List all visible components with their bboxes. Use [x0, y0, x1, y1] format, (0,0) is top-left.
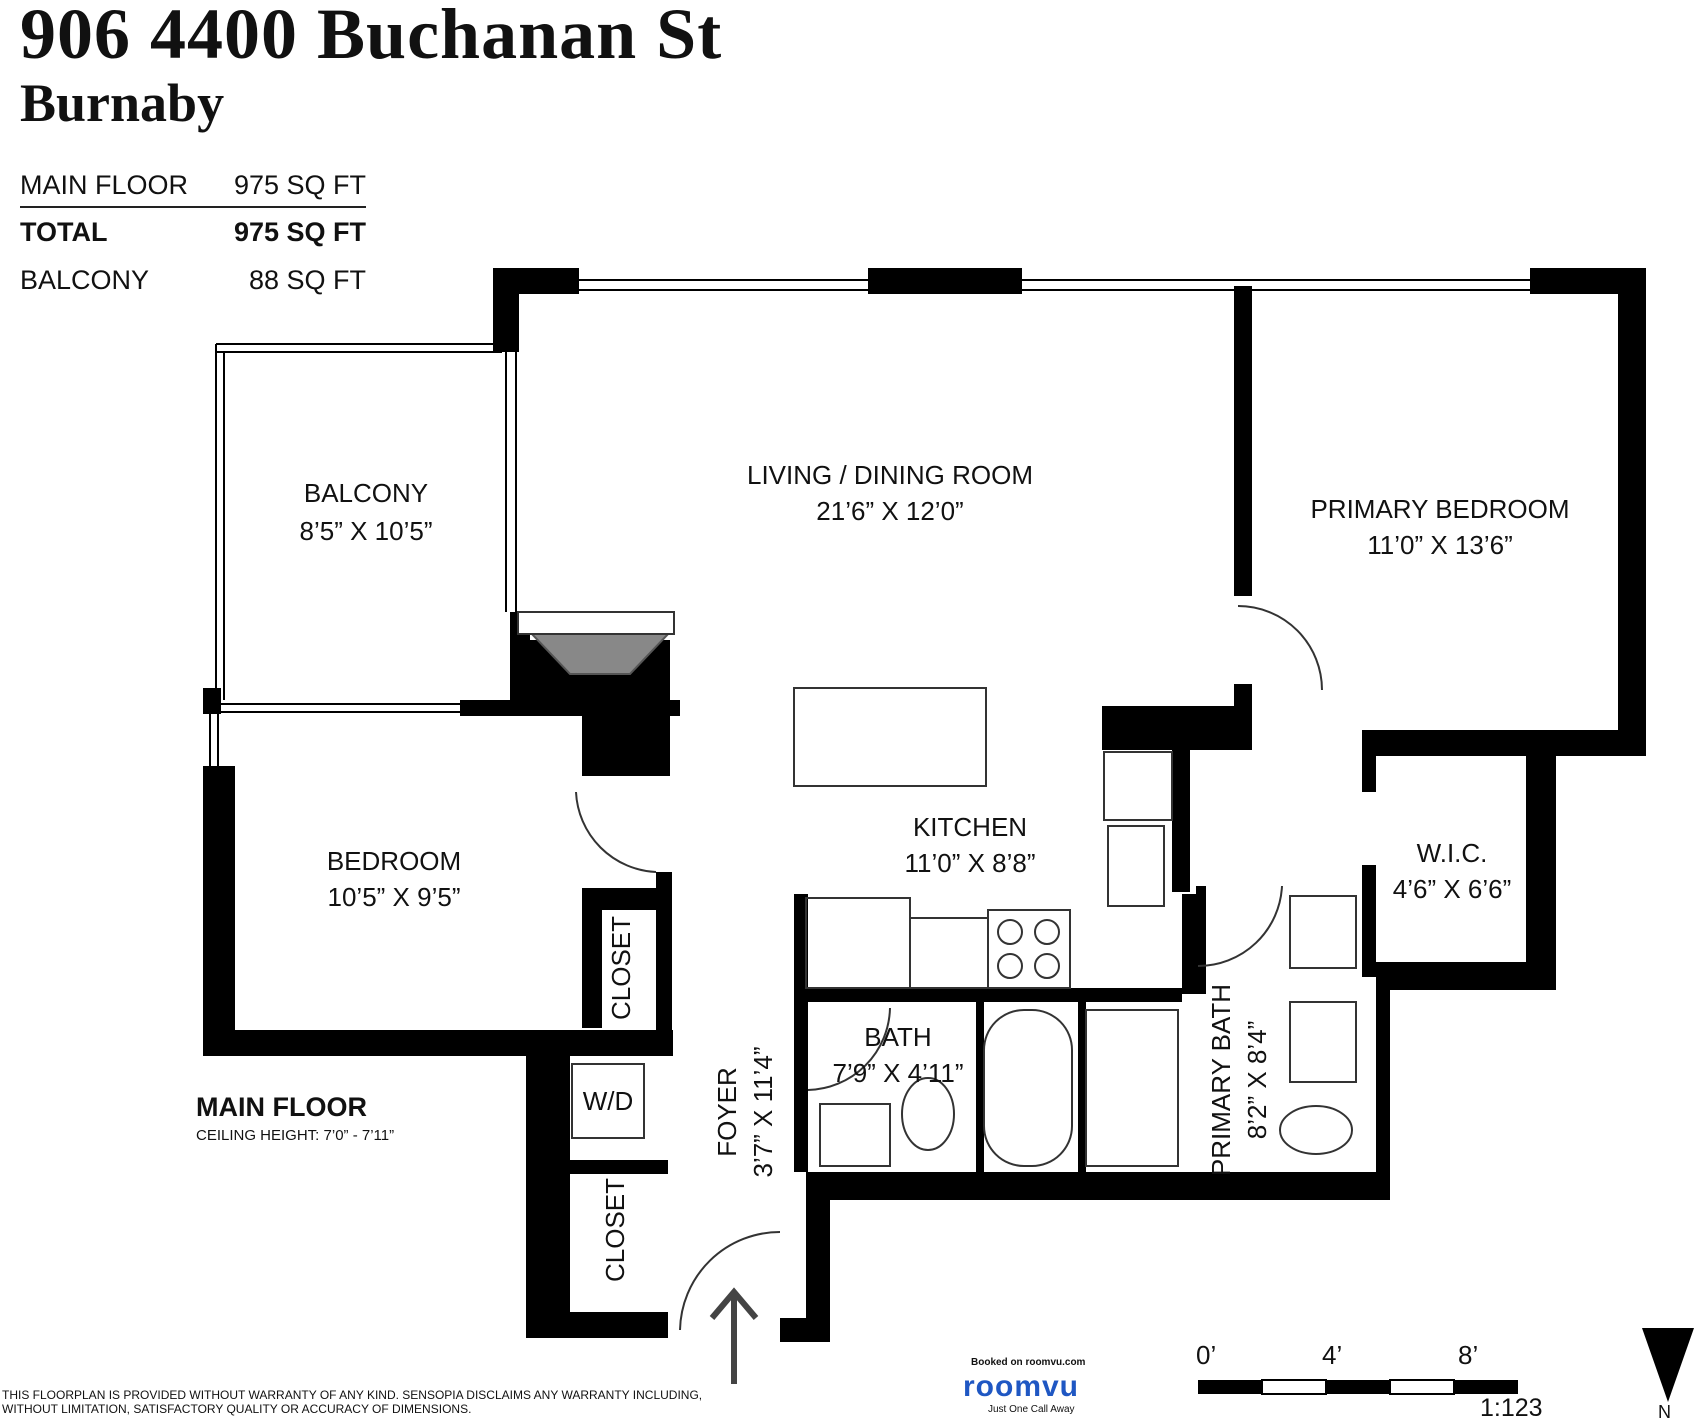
balcony-label: BALCONY — [304, 478, 428, 508]
kitchen-sink — [1107, 825, 1165, 907]
entry-arrow — [709, 1287, 759, 1384]
kitchen-label: KITCHEN — [913, 812, 1027, 842]
disclaimer-line-1: THIS FLOORPLAN IS PROVIDED WITHOUT WARRA… — [2, 1388, 703, 1402]
primary-bedroom-size: 11’0” X 13’6” — [1367, 530, 1513, 560]
door-swing-primary-bath — [1197, 885, 1283, 968]
area-table: MAIN FLOOR 975 SQ FT TOTAL 975 SQ FT BAL… — [20, 164, 366, 304]
bath-vanity — [819, 1103, 891, 1167]
entry-arrow-head — [709, 1287, 759, 1320]
closet-foyer-label: CLOSET — [600, 1178, 630, 1282]
area-label: BALCONY — [20, 264, 150, 295]
north-label: N — [1658, 1402, 1671, 1422]
area-value: 975 SQ FT — [233, 216, 366, 247]
primary-bedroom-label: PRIMARY BEDROOM — [1310, 494, 1569, 524]
wd-label: W/D — [583, 1086, 634, 1116]
primary-bath-size: 8’2” X 8’4” — [1242, 1021, 1272, 1140]
area-row-main-floor: MAIN FLOOR 975 SQ FT — [20, 164, 366, 208]
bedroom-size: 10’5” X 9’5” — [328, 882, 461, 912]
closet-bedroom-label: CLOSET — [606, 916, 636, 1020]
balcony-size: 8’5” X 10’5” — [300, 516, 433, 546]
kitchen-island — [793, 687, 987, 787]
bath-size: 7’9” X 4’11” — [832, 1058, 963, 1088]
bath-label: BATH — [864, 1022, 931, 1052]
wic-label: W.I.C. — [1417, 838, 1488, 868]
area-value: 975 SQ FT — [233, 169, 366, 200]
scale-tick-4: 4’ — [1322, 1340, 1343, 1370]
foyer-label: FOYER — [712, 1067, 742, 1157]
area-row-balcony: BALCONY 88 SQ FT — [20, 256, 366, 304]
door-swing-entry — [679, 1231, 781, 1331]
area-label: MAIN FLOOR — [20, 169, 189, 200]
door-swing-bath — [807, 1007, 891, 1091]
fridge — [1103, 751, 1173, 821]
roomvu-tagline: Just One Call Away — [988, 1404, 1075, 1415]
booked-text: Booked on roomvu.com — [971, 1357, 1086, 1368]
toilet — [901, 1077, 955, 1151]
living-size: 21’6” X 12’0” — [816, 496, 963, 526]
roomvu-logo: roomvu — [963, 1370, 1080, 1403]
foyer-size: 3’7” X 11’4” — [748, 1046, 778, 1177]
floor-title: MAIN FLOOR — [196, 1092, 367, 1122]
windows — [209, 279, 1530, 766]
walls — [203, 268, 1646, 1342]
bathtub — [983, 1009, 1073, 1167]
page-subtitle: Burnaby — [20, 73, 225, 133]
cooktop — [987, 909, 1071, 989]
washer-dryer — [571, 1063, 645, 1139]
primary-sink-2 — [1289, 1001, 1357, 1083]
wic-size: 4’6” X 6’6” — [1393, 874, 1512, 904]
disclaimer: THIS FLOORPLAN IS PROVIDED WITHOUT WARRA… — [2, 1388, 702, 1416]
ceiling-height: CEILING HEIGHT: 7’0” - 7’11” — [196, 1127, 395, 1144]
bedroom-label: BEDROOM — [327, 846, 461, 876]
primary-toilet — [1279, 1105, 1353, 1155]
scale-ratio: 1:123 — [1480, 1394, 1543, 1422]
counter-mid — [909, 917, 989, 989]
door-swing-bedroom — [575, 791, 657, 873]
room-labels: BALCONY 8’5” X 10’5” LIVING / DINING ROO… — [300, 460, 1570, 1282]
counter-left — [805, 897, 911, 989]
area-value: 88 SQ FT — [248, 264, 366, 295]
area-row-total: TOTAL 975 SQ FT — [20, 208, 366, 256]
scale-tick-0: 0’ — [1196, 1340, 1217, 1370]
scale-bar — [1198, 1379, 1518, 1395]
page-title: 906 4400 Buchanan St — [20, 0, 723, 74]
door-swing-primary — [1237, 605, 1323, 691]
scale-tick-8: 8’ — [1458, 1340, 1479, 1370]
fixtures — [517, 605, 1357, 1331]
primary-bath-label: PRIMARY BATH — [1206, 984, 1236, 1176]
area-label: TOTAL — [20, 216, 108, 247]
north-arrow-icon — [1642, 1328, 1694, 1402]
hearth — [517, 611, 675, 635]
living-label: LIVING / DINING ROOM — [747, 460, 1033, 490]
primary-sink-1 — [1289, 895, 1357, 969]
kitchen-size: 11’0” X 8’8” — [904, 848, 1035, 878]
disclaimer-line-2: WITHOUT LIMITATION, SATISFACTORY QUALITY… — [2, 1402, 472, 1416]
shower — [1085, 1009, 1179, 1167]
